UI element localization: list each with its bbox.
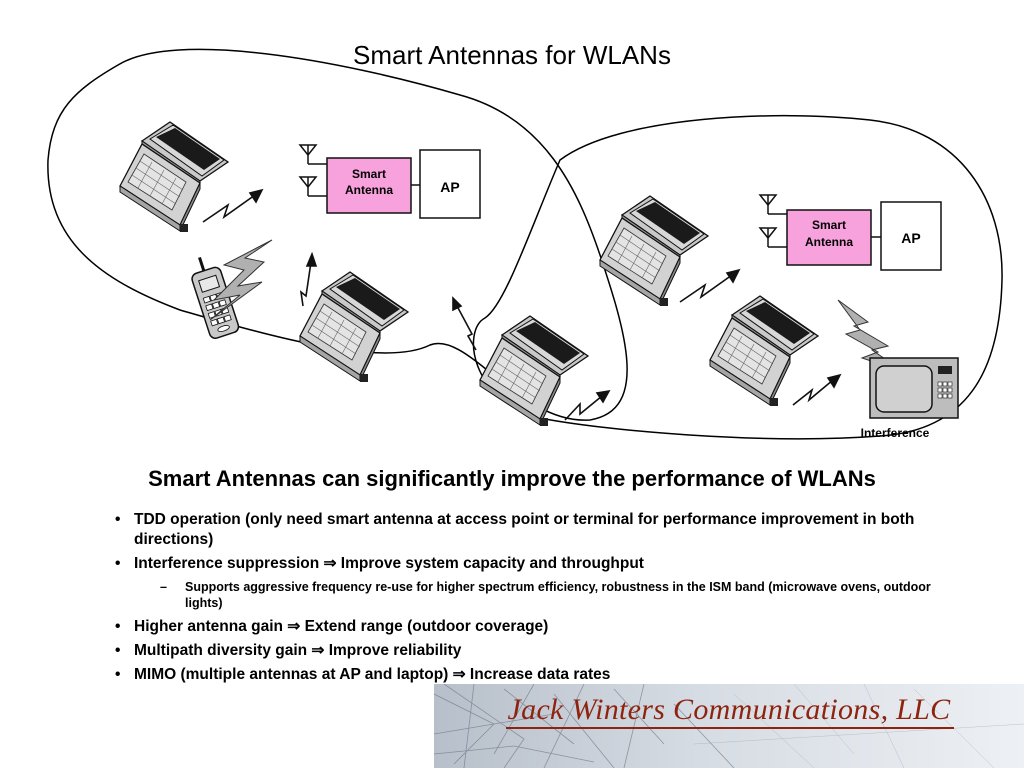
wireless-link-arrow-icon bbox=[679, 274, 733, 303]
wireless-link-arrow-icon bbox=[826, 373, 842, 389]
microwave-icon bbox=[869, 357, 959, 419]
wireless-link-arrow-icon bbox=[248, 188, 264, 204]
smart-antenna-array-right bbox=[759, 194, 789, 248]
smart-antenna-label-left-line1: Smart bbox=[352, 167, 386, 181]
antenna-icon bbox=[759, 227, 789, 248]
wireless-link-arrow-icon bbox=[202, 194, 256, 223]
access-point-box-left bbox=[419, 149, 481, 219]
company-name: Jack Winters Communications, LLC bbox=[507, 693, 951, 726]
sub-bullet-list: Supports aggressive frequency re-use for… bbox=[134, 579, 945, 611]
antenna-icon bbox=[299, 176, 329, 197]
antenna-icon bbox=[759, 194, 789, 215]
smart-antenna-label-right-line2: Antenna bbox=[805, 235, 853, 249]
bullet-text: MIMO (multiple antennas at AP and laptop… bbox=[134, 666, 611, 683]
access-point-label-left: AP bbox=[440, 179, 459, 195]
footer-banner: Jack Winters Communications, LLC bbox=[434, 684, 1024, 768]
wireless-link-arrow-icon bbox=[305, 251, 318, 267]
bullet-item: Interference suppression ⇒ Improve syste… bbox=[115, 554, 945, 611]
wlan-diagram: Smart Antenna AP Smart Antenna AP bbox=[47, 48, 1003, 440]
bullet-item: Higher antenna gain ⇒ Extend range (outd… bbox=[115, 617, 945, 637]
slide-headline: Smart Antennas can significantly improve… bbox=[148, 466, 876, 491]
slide-title: Smart Antennas for WLANs bbox=[353, 40, 671, 70]
sub-bullet-text: Supports aggressive frequency re-use for… bbox=[185, 580, 931, 610]
wireless-link-arrow-icon bbox=[452, 296, 463, 312]
sub-bullet-item: Supports aggressive frequency re-use for… bbox=[134, 579, 945, 611]
footer-background-pattern bbox=[434, 684, 1024, 768]
wireless-link-arrow-icon bbox=[595, 389, 611, 404]
smart-antenna-array-left bbox=[299, 144, 329, 197]
wireless-link-arrows bbox=[202, 188, 842, 421]
wireless-link-arrow-icon bbox=[725, 268, 741, 284]
wireless-link-arrow-icon bbox=[456, 305, 477, 351]
bullet-text: TDD operation (only need smart antenna a… bbox=[134, 511, 915, 548]
bullet-item: Multipath diversity gain ⇒ Improve relia… bbox=[115, 641, 945, 661]
laptop-icon bbox=[709, 295, 819, 407]
laptop-icon bbox=[599, 195, 709, 307]
bullet-text: Interference suppression ⇒ Improve syste… bbox=[134, 555, 644, 572]
bullet-list: TDD operation (only need smart antenna a… bbox=[115, 510, 945, 689]
access-point-label-right: AP bbox=[901, 230, 920, 246]
wireless-link-arrow-icon bbox=[792, 379, 834, 406]
bullet-item: TDD operation (only need smart antenna a… bbox=[115, 510, 945, 550]
wireless-link-arrow-icon bbox=[299, 261, 312, 307]
smart-antenna-label-right-line1: Smart bbox=[812, 218, 846, 232]
smart-antenna-label-left-line2: Antenna bbox=[345, 183, 393, 197]
interference-label: Interference bbox=[861, 426, 930, 440]
laptop-icon bbox=[479, 315, 589, 427]
smart-antenna-box-left bbox=[326, 157, 412, 214]
access-point-box-right bbox=[880, 201, 942, 271]
lightning-bolt-icon bbox=[209, 239, 273, 321]
bullet-item: MIMO (multiple antennas at AP and laptop… bbox=[115, 665, 945, 685]
laptop-icon bbox=[299, 271, 409, 383]
antenna-icon bbox=[299, 144, 329, 165]
bullet-text: Higher antenna gain ⇒ Extend range (outd… bbox=[134, 618, 549, 635]
right-coverage-cell bbox=[472, 114, 1003, 440]
bullet-text: Multipath diversity gain ⇒ Improve relia… bbox=[134, 642, 462, 659]
wireless-link-arrow-icon bbox=[564, 395, 603, 421]
